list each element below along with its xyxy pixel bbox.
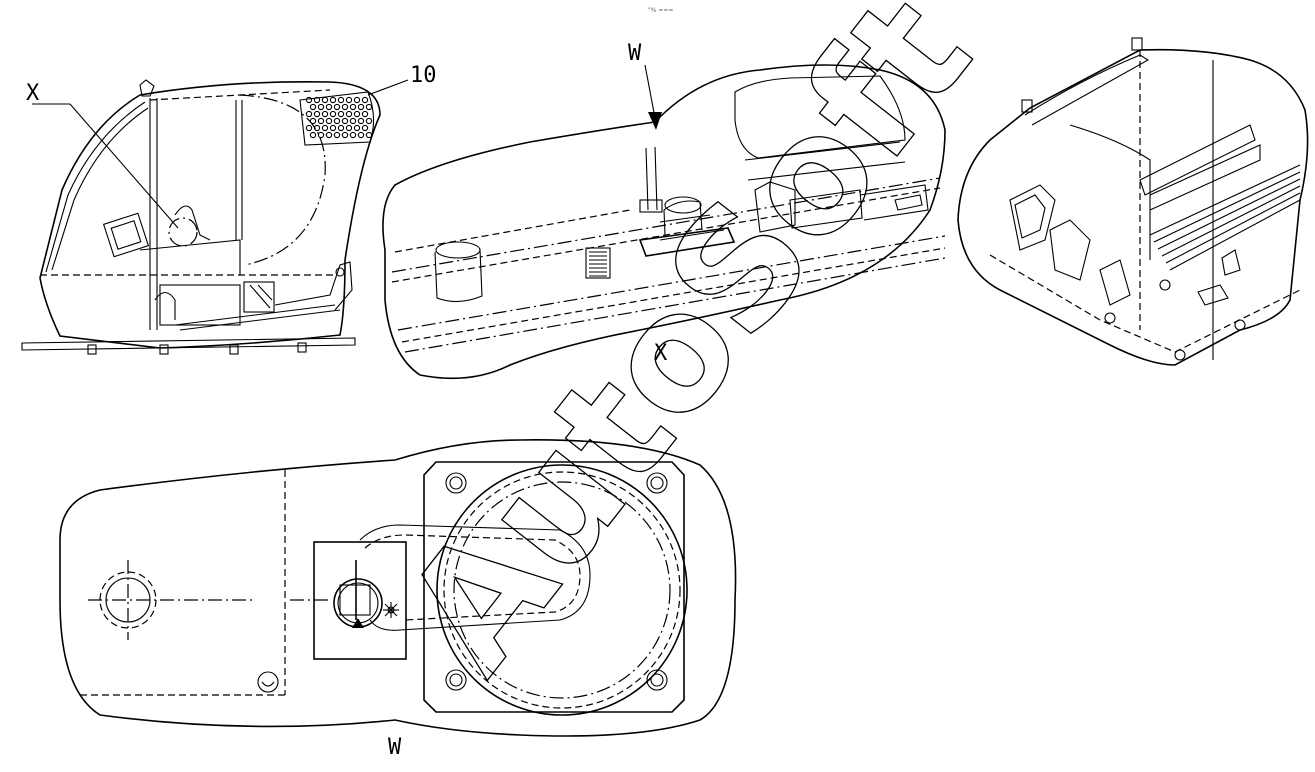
watermark-text: AutoSoft: [369, 0, 1006, 704]
grille-hole: [329, 96, 337, 104]
grille-hole: [313, 124, 321, 132]
grille-hole: [365, 103, 373, 111]
grille-hole: [337, 96, 345, 104]
rail-bar: [1165, 192, 1301, 264]
grille-hole: [357, 117, 365, 125]
grille-hole: [317, 103, 325, 111]
grille-hole: [357, 103, 365, 111]
grille-hole: [337, 124, 345, 132]
sun-icon: [383, 602, 399, 618]
grille-hole: [341, 117, 349, 125]
grille-hole: [317, 117, 325, 125]
rail-bar: [1157, 178, 1301, 250]
grille-hole: [333, 131, 341, 139]
isometric-cab: [957, 37, 1309, 366]
grille-hole: [345, 96, 353, 104]
grille-hole: [309, 131, 317, 139]
grille-hole: [321, 110, 329, 118]
rail-bar: [1169, 199, 1301, 271]
grille-hole: [341, 103, 349, 111]
detail-view-x: W X: [382, 41, 946, 380]
grille-hole: [361, 124, 369, 132]
cab-side-view: X 10: [21, 63, 437, 355]
grille-hole: [361, 96, 369, 104]
grille-hole: [329, 124, 337, 132]
grille-hole: [365, 131, 373, 139]
rail-bar: [1161, 185, 1301, 257]
grille-hole: [365, 117, 373, 125]
label-item-10: 10: [410, 63, 437, 88]
grille-hole: [353, 110, 361, 118]
grille-hole: [341, 131, 349, 139]
grille-hole: [309, 103, 317, 111]
grille-hole: [317, 131, 325, 139]
grille-hole: [313, 96, 321, 104]
label-x-callout: X: [26, 81, 40, 106]
grille-hole: [333, 117, 341, 125]
grille-hole: [349, 117, 357, 125]
grille-hole: [313, 110, 321, 118]
label-w-view: W: [388, 735, 402, 760]
grille-hole: [333, 103, 341, 111]
grille-hole: [305, 96, 313, 104]
grille-hole: [337, 110, 345, 118]
grille-hole: [321, 124, 329, 132]
grille-hole: [353, 96, 361, 104]
grille-hole: [321, 96, 329, 104]
detail-view-w: W: [59, 439, 737, 760]
grille-hole: [305, 110, 313, 118]
grille-perforations: [305, 96, 373, 139]
grille-hole: [353, 124, 361, 132]
grille-hole: [325, 103, 333, 111]
rail-bar: [1153, 171, 1301, 243]
rail-grid: [1149, 164, 1301, 271]
label-w-arrow: W: [628, 41, 642, 66]
rail-bar: [1149, 164, 1301, 236]
grille-hole: [361, 110, 369, 118]
grille-hole: [309, 117, 317, 125]
grille-hole: [345, 124, 353, 132]
watermark: AutoSoft: [369, 0, 1007, 705]
header-tiny-text: "% ===: [648, 7, 673, 14]
grille-hole: [345, 110, 353, 118]
grille-hole: [349, 103, 357, 111]
label-x-view: X: [654, 341, 668, 366]
grille-hole: [357, 131, 365, 139]
vent-slats: [589, 251, 607, 277]
grille-hole: [305, 124, 313, 132]
grille-hole: [325, 131, 333, 139]
grille-hole: [349, 131, 357, 139]
grille-hole: [329, 110, 337, 118]
grille-hole: [325, 117, 333, 125]
